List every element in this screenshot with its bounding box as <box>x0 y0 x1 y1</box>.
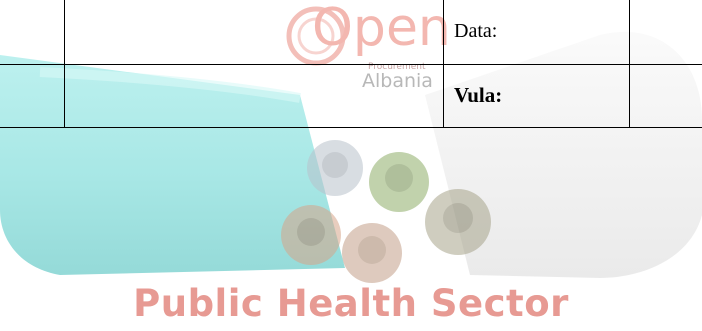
table-cell: Data: <box>443 0 630 65</box>
table-cell <box>0 63 65 128</box>
table-row: Data: <box>0 0 702 65</box>
table-cell <box>64 63 444 128</box>
watermark-footer-text: Public Health Sector <box>133 282 569 325</box>
table-cell <box>0 0 65 65</box>
date-label: Data: <box>454 20 498 43</box>
coin-portraits <box>281 140 491 283</box>
stamp-label: Vula: <box>454 83 503 107</box>
table-cell <box>629 0 702 65</box>
table-cell <box>64 0 444 65</box>
signature-table: Data: Vula: <box>0 0 702 128</box>
table-cell <box>629 63 702 128</box>
table-row: Vula: <box>0 63 702 128</box>
table-cell: Vula: <box>443 63 630 128</box>
